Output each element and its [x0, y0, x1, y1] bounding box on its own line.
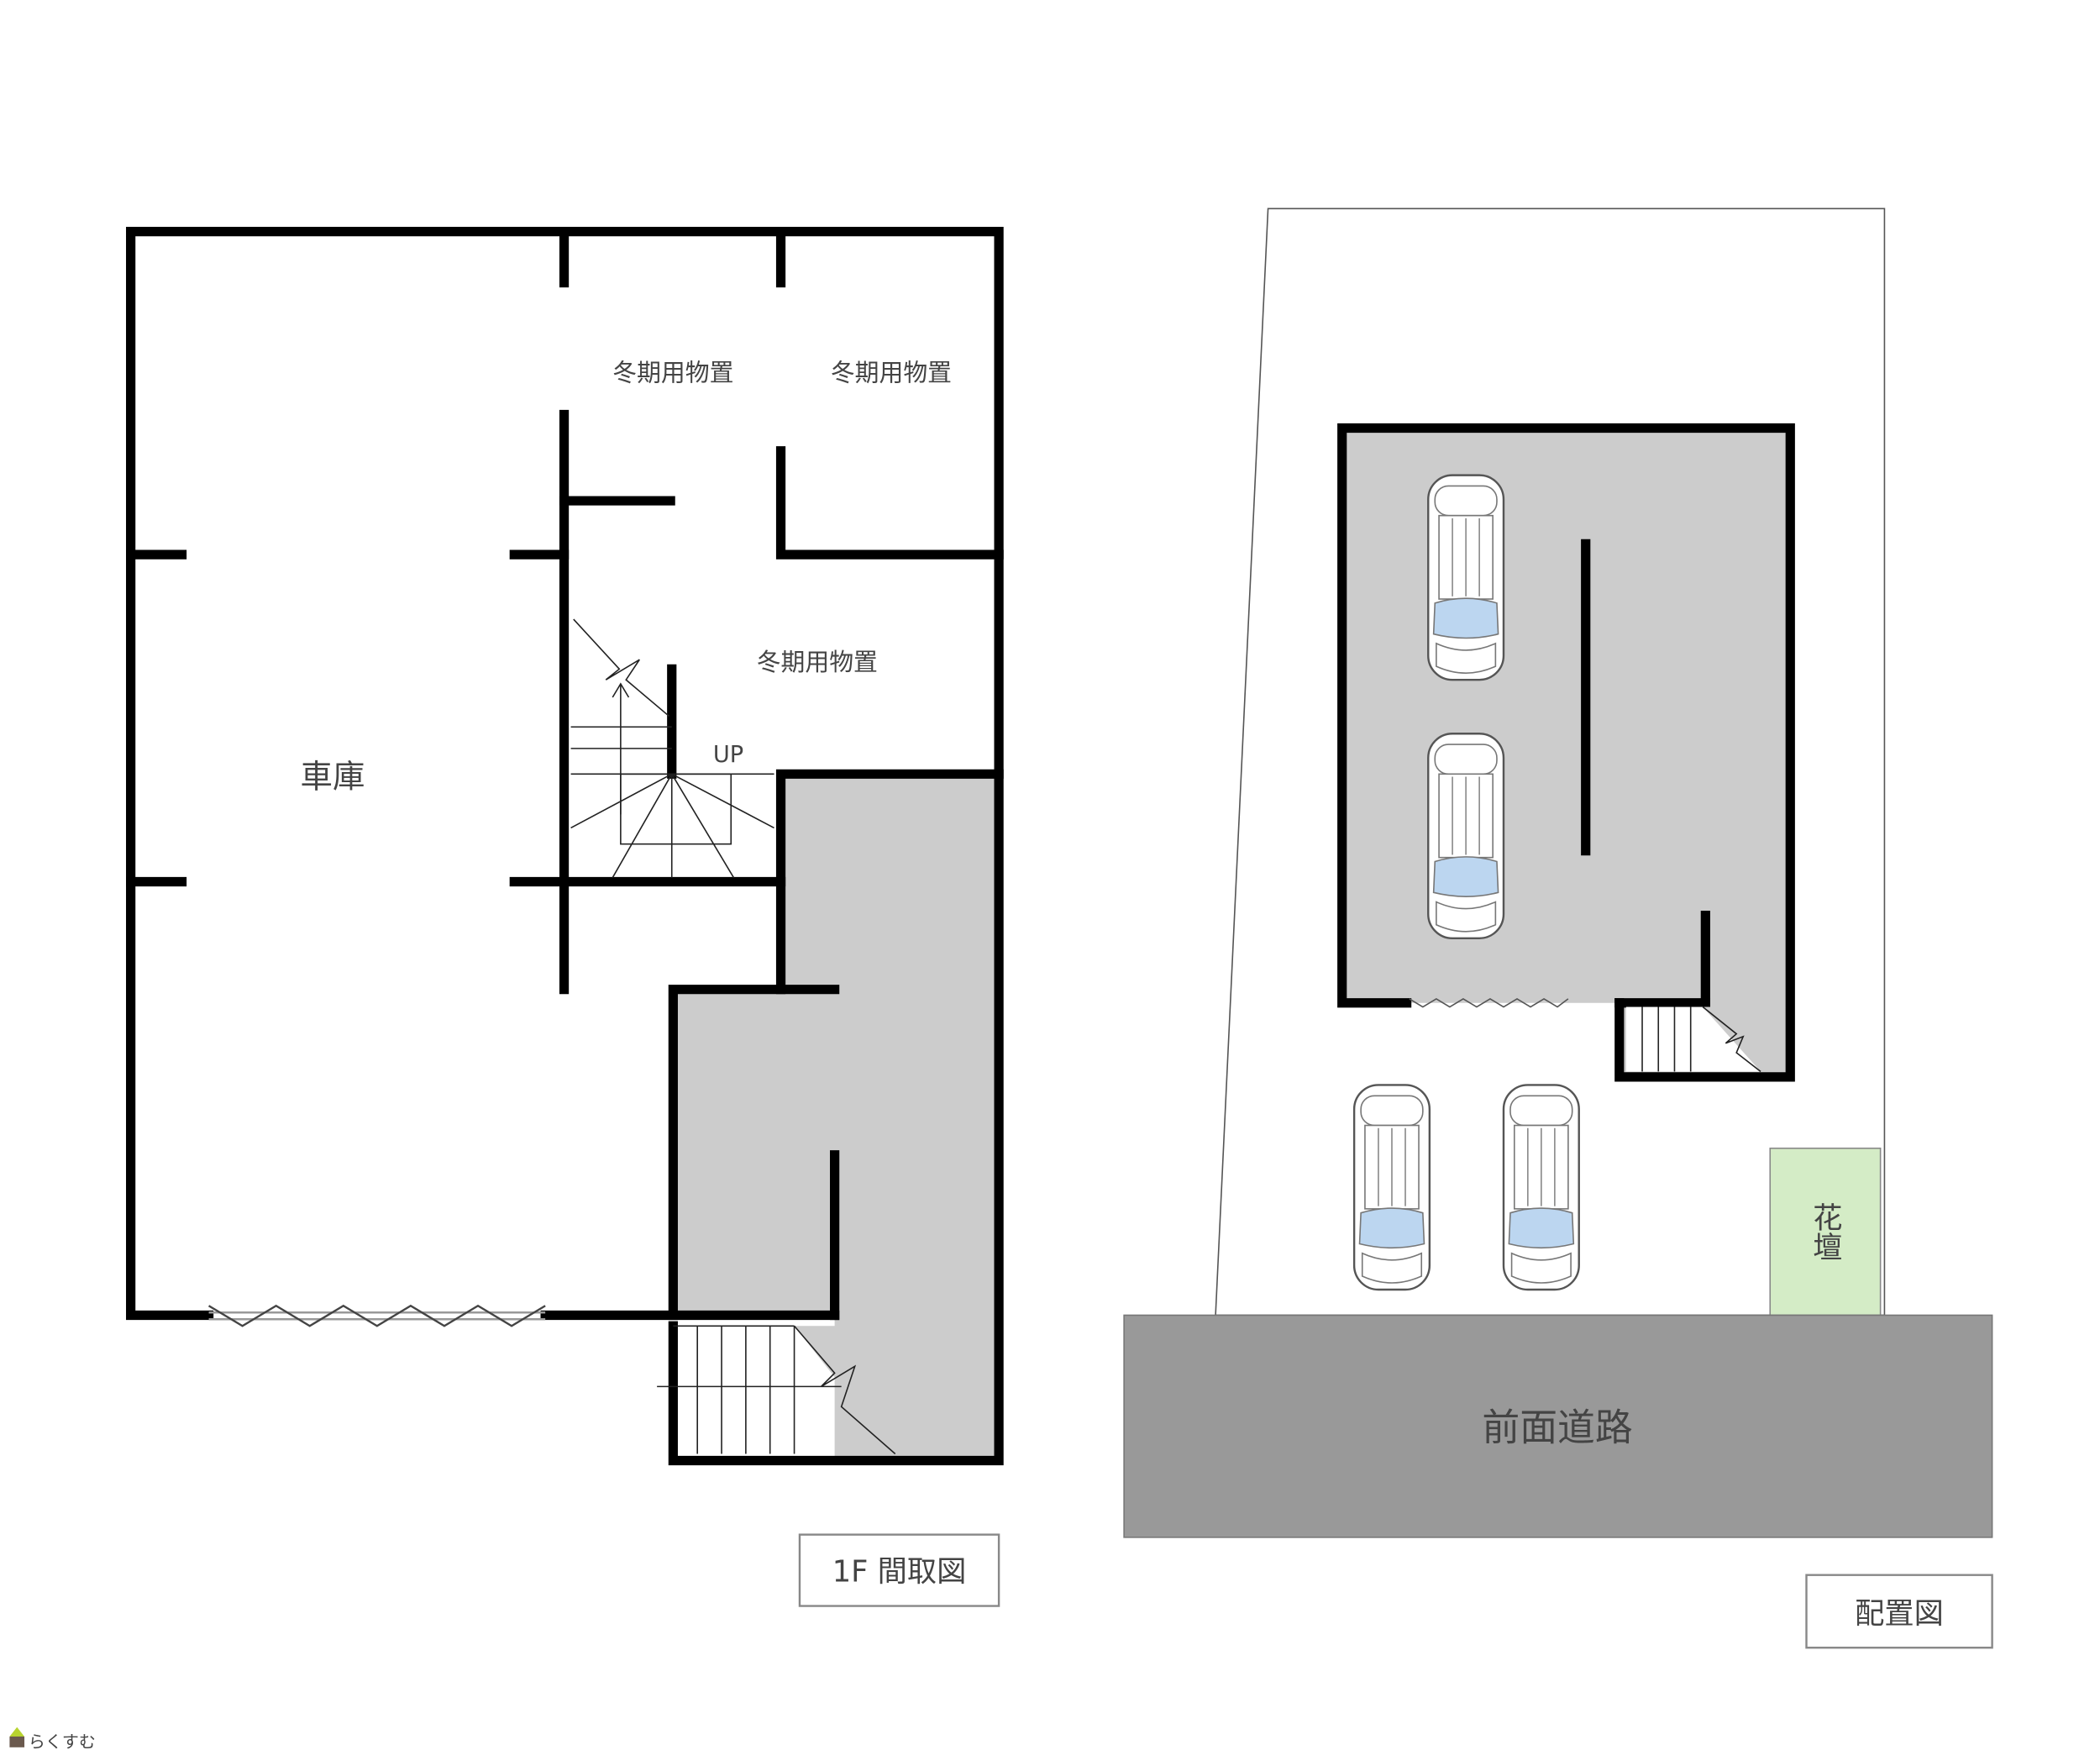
flower-bed: [1769, 1147, 1882, 1316]
room-label-storage: 冬期用物置: [757, 648, 878, 676]
floor-plan-caption: 1F 間取図: [832, 1555, 967, 1590]
site-plan-caption: 配置図: [1855, 1596, 1944, 1631]
watermark-text: らくすむ: [29, 1732, 96, 1750]
room-label-garage: 車庫: [301, 758, 365, 796]
walls: [126, 226, 1004, 1466]
car-icon: [1427, 474, 1505, 681]
caption-box: [798, 1533, 1000, 1607]
room-label-storage: 冬期用物置: [831, 358, 952, 386]
watermark-logo: らくすむ: [9, 1726, 96, 1750]
shaded-area: [673, 774, 1000, 1461]
garage-door[interactable]: [207, 1304, 546, 1327]
stairs-up-label: UP: [713, 742, 743, 768]
watermark-logo-icon: [9, 1726, 25, 1737]
building-door: [1409, 997, 1569, 1008]
site-plan: 花壇 前面道路 配置図: [1123, 208, 1993, 1649]
caption-box: [1805, 1574, 1993, 1649]
car-icon: [1427, 733, 1505, 940]
entrance-stairs: [657, 1325, 896, 1455]
first-floor-plan: 冬期用物置 冬期用物置 冬期用物置 車庫 UP 1F 間取図: [126, 226, 1004, 1607]
room-label-storage: 冬期用物置: [612, 358, 733, 386]
interior-stairs: [570, 618, 774, 879]
car-icon: [1352, 1084, 1431, 1291]
front-road: [1123, 1314, 1993, 1538]
flower-bed-label: 花壇: [1808, 1202, 1842, 1262]
garage-building: [1341, 428, 1791, 1077]
front-road-label: 前面道路: [1482, 1405, 1632, 1449]
car-icon: [1502, 1084, 1580, 1291]
